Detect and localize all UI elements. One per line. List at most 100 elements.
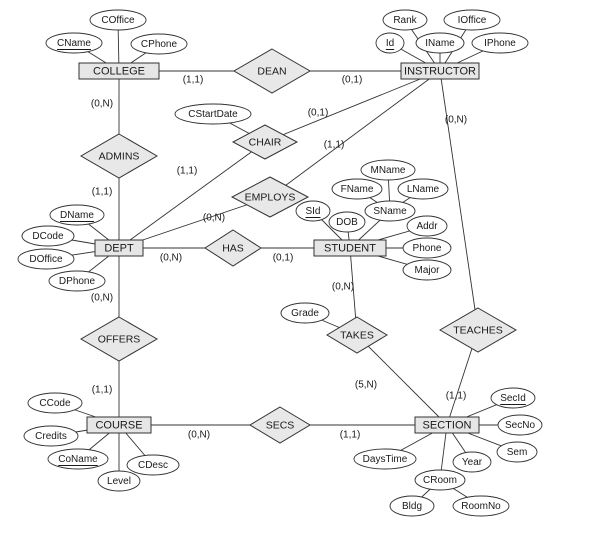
attribute-coffice: COffice xyxy=(89,9,147,31)
relationship-label: SECS xyxy=(266,420,295,432)
attribute-label: SecId xyxy=(500,393,526,404)
attribute-roomno: RoomNo xyxy=(452,495,510,517)
attribute-label: LName xyxy=(407,184,440,195)
entity-label: INSTRUCTOR xyxy=(404,66,476,78)
attribute-label: Major xyxy=(414,265,440,276)
relationship-admins: ADMINS xyxy=(80,133,158,179)
attribute-label: IName xyxy=(425,38,455,49)
attribute-label: Addr xyxy=(416,221,438,232)
attribute-cdesc: CDesc xyxy=(126,454,180,476)
attribute-ccode: CCode xyxy=(27,392,83,414)
attribute-label: DaysTime xyxy=(363,454,408,465)
entity-course: COURSE xyxy=(86,416,152,434)
attribute-label: Id xyxy=(386,38,394,49)
attribute-cstartdate: CStartDate xyxy=(174,103,252,125)
cardinality-teaches-section: (1,1) xyxy=(446,391,467,402)
cardinality-dean-instructor: (0,1) xyxy=(342,75,363,86)
attribute-label: FName xyxy=(341,184,374,195)
attribute-secno: SecNo xyxy=(497,414,543,436)
attribute-label: Bldg xyxy=(402,501,422,512)
attribute-year: Year xyxy=(452,451,492,473)
cardinality-student-takes: (0,N) xyxy=(332,282,354,293)
relationship-label: TAKES xyxy=(340,330,374,342)
attribute-label: Year xyxy=(462,457,483,468)
attribute-label: CStartDate xyxy=(188,109,238,120)
relationship-teaches: TEACHES xyxy=(439,307,517,353)
cardinality-has-student: (0,1) xyxy=(273,253,294,264)
attribute-ioffice: IOffice xyxy=(443,9,501,31)
cardinality-admins-dept: (1,1) xyxy=(92,187,113,198)
attribute-label: SName xyxy=(373,206,407,217)
entity-label: STUDENT xyxy=(324,243,376,255)
attribute-addr: Addr xyxy=(406,215,448,237)
diagram-nodes: COLLEGE INSTRUCTOR DEPT STUDENT COURSE SECTIO… xyxy=(17,9,543,517)
attribute-label: Rank xyxy=(393,15,417,26)
attribute-major: Major xyxy=(402,259,452,281)
relationship-dean: DEAN xyxy=(233,48,311,94)
edge-employs-instructor xyxy=(269,70,441,198)
attribute-sid: SId xyxy=(295,200,331,222)
attribute-iname: IName xyxy=(415,32,465,54)
cardinality-college-admins: (0,N) xyxy=(91,99,113,110)
attribute-label: Level xyxy=(107,476,131,487)
attribute-label: Grade xyxy=(291,308,319,319)
relationship-takes: TAKES xyxy=(326,316,388,354)
edge-dept-chair xyxy=(118,141,266,249)
relationship-label: DEAN xyxy=(257,66,286,78)
attribute-daystime: DaysTime xyxy=(353,448,417,470)
attribute-label: CPhone xyxy=(141,39,178,50)
entity-label: DEPT xyxy=(104,243,134,255)
attribute-cname: CName xyxy=(45,32,103,54)
attribute-label: DOffice xyxy=(29,254,63,265)
cardinality-dept-offers: (0,N) xyxy=(91,293,113,304)
attribute-grade: Grade xyxy=(280,302,330,324)
attribute-label: Phone xyxy=(413,243,442,254)
attribute-level: Level xyxy=(97,470,141,492)
attribute-label: DCode xyxy=(32,231,64,242)
attribute-dname: DName xyxy=(49,204,105,226)
cardinality-college-dean: (1,1) xyxy=(183,75,204,86)
entity-college: COLLEGE xyxy=(78,62,160,80)
cardinality-secs-section: (1,1) xyxy=(340,430,361,441)
entity-instructor: INSTRUCTOR xyxy=(400,62,480,80)
edge-takes-section xyxy=(356,334,448,426)
attribute-fname: FName xyxy=(331,178,383,200)
attribute-label: IOffice xyxy=(458,15,487,26)
attribute-label: RoomNo xyxy=(461,501,501,512)
relationship-secs: SECS xyxy=(249,406,311,444)
relationship-label: TEACHES xyxy=(453,325,503,337)
attribute-label: SecNo xyxy=(505,420,535,431)
cardinality-employs-dept: (0,N) xyxy=(203,213,225,224)
relationship-label: HAS xyxy=(222,243,244,255)
relationship-label: CHAIR xyxy=(249,137,282,149)
attribute-label: Credits xyxy=(35,431,67,442)
attribute-label: CCode xyxy=(39,398,71,409)
attribute-label: COffice xyxy=(101,15,135,26)
attribute-mname: MName xyxy=(360,159,416,181)
attribute-rank: Rank xyxy=(382,9,428,31)
attribute-label: DPhone xyxy=(59,276,96,287)
attribute-lname: LName xyxy=(397,178,449,200)
entity-section: SECTION xyxy=(414,416,480,434)
attribute-label: CRoom xyxy=(423,475,457,486)
attribute-croom: CRoom xyxy=(414,469,466,491)
entity-label: COURSE xyxy=(95,420,142,432)
attribute-bldg: Bldg xyxy=(389,495,435,517)
attribute-sname: SName xyxy=(364,200,416,222)
attribute-secid: SecId xyxy=(490,387,536,409)
attribute-phone: Phone xyxy=(402,237,452,259)
attribute-dcode: DCode xyxy=(21,225,75,247)
relationship-chair: CHAIR xyxy=(231,124,299,160)
relationship-has: HAS xyxy=(204,229,262,267)
attribute-doffice: DOffice xyxy=(17,248,75,270)
attribute-label: CoName xyxy=(58,454,98,465)
attribute-label: CDesc xyxy=(138,460,168,471)
attribute-credits: Credits xyxy=(23,425,79,447)
attribute-label: MName xyxy=(370,165,405,176)
attribute-label: DOB xyxy=(336,217,358,228)
cardinality-course-secs: (0,N) xyxy=(188,430,210,441)
cardinality-labels: (1,1) (0,1) (0,N) (1,1) (0,1) (1,1) (1,1) (0,N)… xyxy=(91,75,467,441)
attribute-label: Sem xyxy=(507,447,528,458)
cardinality-chair-instructor: (0,1) xyxy=(308,108,329,119)
